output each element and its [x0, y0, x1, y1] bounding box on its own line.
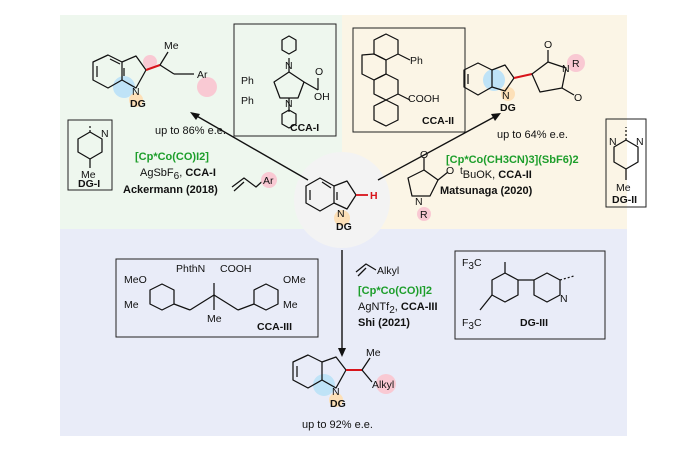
cca-iii-me-right: Me: [283, 299, 298, 311]
svg-text:Ph: Ph: [241, 95, 254, 107]
dg-iii-label: DG-III: [520, 317, 548, 329]
svg-text:Me: Me: [616, 182, 631, 194]
svg-text:O: O: [574, 92, 582, 104]
indole-n-ackermann: N: [132, 86, 140, 98]
catalyst-matsunaga: [Cp*Co(CH3CN)3](SbF6)2: [446, 154, 579, 166]
cca-iii-meo: MeO: [124, 274, 147, 286]
alkene-alkyl-reagent: Alkyl: [355, 263, 399, 277]
catalyst-ackermann: [Cp*Co(CO)I2]: [135, 151, 209, 163]
svg-text:O: O: [315, 66, 323, 78]
cf3-bottom: F3C: [462, 317, 482, 332]
cca-iii-me-center: Me: [207, 313, 222, 325]
cca-ii-label: CCA-II: [422, 115, 454, 127]
alkyl-label-shi: Alkyl: [372, 379, 394, 391]
ee-ackermann: up to 86% e.e.: [155, 125, 226, 137]
dg-ii-structure: N N Me DG-II: [605, 118, 647, 208]
ref-shi: Shi (2021): [358, 317, 410, 329]
product-dg-shi: DG: [330, 398, 346, 410]
arrow-ackermann: [194, 114, 309, 181]
allyl-arene-reagent: Ar: [231, 172, 277, 192]
svg-text:N: N: [560, 293, 568, 305]
cca-iii-me-left: Me: [124, 299, 139, 311]
cf3-top: F3C: [462, 257, 482, 272]
ref-matsunaga: Matsunaga (2020): [440, 185, 533, 197]
ee-matsunaga: up to 64% e.e.: [497, 129, 568, 141]
ee-shi: up to 92% e.e.: [302, 419, 373, 431]
svg-text:N: N: [609, 136, 617, 148]
r-label-matsunaga: R: [572, 58, 580, 70]
svg-text:N: N: [332, 386, 340, 398]
panel-shi: [60, 229, 627, 436]
me-label-ackermann: Me: [164, 40, 179, 52]
additive-ackermann: AgSbF6, CCA-I: [140, 167, 216, 182]
product-dg-ackermann: DG: [130, 98, 146, 110]
svg-text:Ph: Ph: [410, 55, 423, 67]
svg-text:Ph: Ph: [241, 75, 254, 87]
center-n: N: [337, 208, 345, 220]
svg-text:N: N: [502, 90, 510, 102]
additive-shi: AgNTf2, CCA-III: [358, 301, 438, 316]
center-h: H: [370, 190, 378, 202]
svg-text:N: N: [285, 98, 293, 110]
center-halo: [294, 152, 390, 248]
dg-i-structure: N Me DG-I: [67, 119, 113, 191]
product-ackermann: N DG Me Ar: [92, 40, 217, 110]
product-matsunaga: O O N R N DG: [463, 39, 585, 114]
product-dg-matsunaga: DG: [500, 102, 516, 114]
maleimide-r: R: [420, 209, 428, 221]
dg-iii-structure: F3C F3C N DG-III: [454, 250, 606, 340]
cca-iii-label: CCA-III: [257, 321, 292, 333]
svg-text:Me: Me: [81, 169, 96, 181]
svg-text:N: N: [636, 136, 644, 148]
dg-i-label: DG-I: [78, 178, 100, 190]
me-label-shi: Me: [366, 347, 381, 359]
cca-iii-cooh: COOH: [220, 263, 252, 275]
cca-iii-structure: MeO Me PhthN COOH OMe Me Me CCA-III: [115, 258, 319, 338]
cca-ii-structure: Ph COOH CCA-II: [352, 27, 466, 133]
cca-iii-ome: OMe: [283, 274, 306, 286]
ar-label-ackermann: Ar: [197, 69, 208, 81]
svg-text:N: N: [415, 196, 423, 208]
indole-substrate: N H DG: [305, 177, 378, 233]
svg-text:O: O: [544, 39, 552, 51]
catalyst-shi: [Cp*Co(CO)I]2: [358, 285, 432, 297]
cca-ii-cooh: COOH: [408, 93, 440, 105]
reagent-alkyl: Alkyl: [377, 265, 399, 277]
cca-iii-phthn: PhthN: [176, 263, 205, 275]
cca-i-label: CCA-I: [290, 122, 319, 134]
svg-text:N: N: [101, 128, 109, 140]
reagent-ar: Ar: [263, 175, 274, 187]
cca-i-structure: N N Ph Ph O OH CCA-I: [233, 23, 337, 137]
ref-ackermann: Ackermann (2018): [123, 184, 218, 196]
svg-text:N: N: [285, 60, 293, 72]
svg-text:O: O: [420, 149, 428, 161]
svg-text:O: O: [446, 165, 454, 177]
arrow-matsunaga: [377, 115, 497, 181]
svg-text:OH: OH: [314, 91, 330, 103]
svg-text:N: N: [562, 63, 570, 75]
maleimide-reagent: O O N R: [407, 149, 454, 221]
dg-ii-label: DG-II: [612, 194, 637, 206]
center-dg: DG: [336, 221, 352, 233]
product-shi: Me Alkyl N DG: [292, 347, 396, 410]
base-matsunaga: tBuOK, CCA-II: [460, 166, 532, 181]
